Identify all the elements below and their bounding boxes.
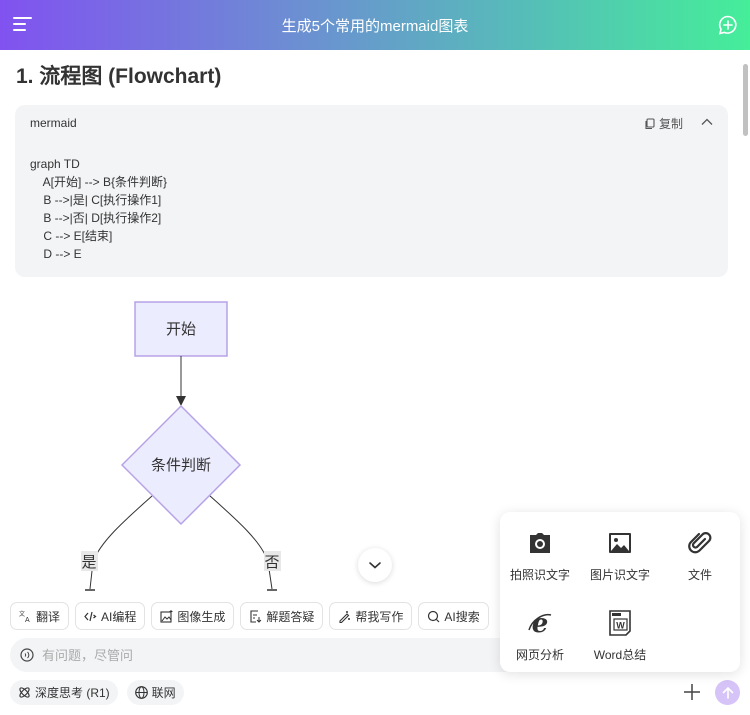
chip-solve[interactable]: 解题答疑 [240,602,324,630]
copy-icon [645,117,655,129]
arrow-head [176,396,186,406]
browser-icon: e [528,610,552,636]
search-icon [428,610,440,622]
start-node-label: 开始 [166,321,196,338]
code-line: B -->|否| D[执行操作2] [30,211,162,225]
attach-image-ocr[interactable]: 图片识文字 [580,528,660,583]
translate-icon: 文A [19,610,30,623]
attach-word-summary[interactable]: W Word总结 [580,608,660,663]
chip-label: AI搜索 [444,609,480,624]
code-line: B -->|是| C[执行操作1] [30,193,162,207]
app-header: 生成5个常用的mermaid图表 [0,0,750,50]
attach-label: 拍照识文字 [509,568,570,582]
scroll-down-button[interactable] [358,548,392,582]
code-block: mermaid 复制 graph TD A[开始] --> B{条件判断} B … [15,105,728,277]
attach-label: Word总结 [593,648,647,662]
deep-think-icon [19,687,30,698]
chevron-down-icon [369,562,381,569]
plus-icon[interactable] [683,683,701,701]
picture-icon [609,533,631,553]
svg-text:e: e [532,610,549,636]
code-line: graph TD [30,157,80,171]
attach-label: 文件 [687,568,712,582]
web-search-label: 联网 [151,686,176,700]
web-search-toggle[interactable]: 联网 [126,680,184,705]
decision-node [120,404,242,526]
chat-title: 生成5个常用的mermaid图表 [281,17,469,35]
chevron-up-icon[interactable] [700,115,714,129]
chip-write[interactable]: 帮我写作 [329,602,413,630]
decision-node-label: 条件判断 [151,457,211,474]
send-button[interactable] [715,680,740,705]
chat-content: 1. 流程图 (Flowchart) mermaid 复制 graph TD A… [0,50,740,595]
globe-icon [134,686,148,699]
edge-yes [89,495,153,590]
menu-icon[interactable] [13,17,33,31]
chip-ai-search[interactable]: AI搜索 [418,602,489,630]
chip-label: 解题答疑 [266,609,315,624]
no-label: 否 [264,554,279,571]
chat-input[interactable] [42,647,642,663]
code-line: D --> E [30,247,82,261]
copy-button[interactable]: 复制 [644,115,683,132]
start-node [134,301,228,357]
code-icon [84,611,97,621]
section-heading: 1. 流程图 (Flowchart) [16,65,222,88]
voice-icon[interactable] [20,648,34,662]
chip-label: AI编程 [101,609,137,624]
chip-label: 帮我写作 [355,609,404,624]
scrollbar[interactable] [743,64,748,136]
flowchart-diagram: 开始 条件判断 是 否 [81,301,281,591]
attach-label: 图片识文字 [589,568,650,582]
code-line: A[开始] --> B{条件判断} [30,175,168,189]
yes-label: 是 [81,554,96,571]
svg-text:A: A [25,617,30,623]
image-gen-icon [160,609,173,623]
chip-label: 翻译 [36,609,61,624]
write-icon [339,610,351,623]
solve-icon [250,609,262,623]
attach-menu: 拍照识文字 图片识文字 文件 e 网页分析 W Word总结 [500,512,740,672]
deep-think-label: 深度思考 (R1) [35,686,110,700]
new-chat-icon[interactable] [718,15,738,35]
word-icon: W [609,610,631,636]
mode-toggles: 深度思考 (R1) 联网 [10,680,184,705]
code-language: mermaid [30,116,77,130]
camera-icon [530,533,550,553]
attach-web-analysis[interactable]: e 网页分析 [500,608,580,663]
deep-think-toggle[interactable]: 深度思考 (R1) [10,680,118,705]
chip-label: 图像生成 [177,609,226,624]
svg-text:W: W [616,621,625,631]
edge-no [209,495,273,590]
paperclip-icon [688,532,712,554]
attach-camera-ocr[interactable]: 拍照识文字 [500,528,580,583]
chip-ai-coding[interactable]: AI编程 [75,602,146,630]
attach-file[interactable]: 文件 [660,528,740,583]
code-line: C --> E[结束] [30,229,113,243]
attach-label: 网页分析 [515,648,564,662]
copy-label: 复制 [658,117,683,131]
chip-image-gen[interactable]: 图像生成 [151,602,235,630]
code-text: graph TD A[开始] --> B{条件判断} B -->|是| C[执行… [30,155,167,263]
svg-text:文: 文 [19,610,25,618]
arrow-up-icon [722,686,733,699]
